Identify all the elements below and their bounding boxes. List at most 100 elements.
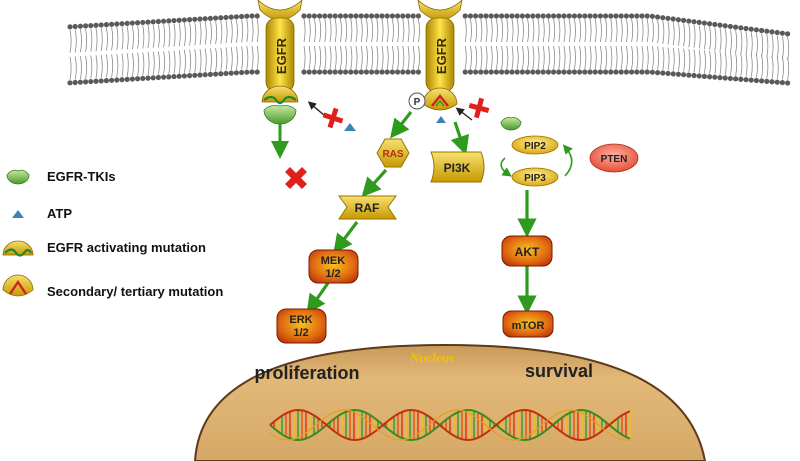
lipid-tail: [532, 18, 535, 43]
lipid-tail: [184, 22, 186, 47]
phosphate-label: P: [414, 97, 421, 108]
lipid-head: [88, 22, 94, 29]
lipid-tail: [709, 26, 712, 50]
lipid-tail: [709, 50, 712, 74]
lipid-head: [597, 13, 604, 19]
lipid-tail: [480, 45, 483, 70]
lipid-tail: [542, 45, 545, 70]
lipid-tail: [199, 21, 202, 46]
lipid-tail: [693, 24, 696, 48]
lipid-head: [779, 30, 786, 36]
lipid-tail: [594, 45, 597, 70]
lipid-tail: [340, 45, 342, 70]
lipid-tail: [178, 23, 181, 47]
akt-shape: [501, 235, 553, 267]
lipid-head: [649, 13, 656, 19]
lipid-tail: [158, 24, 160, 48]
lipid-tail: [189, 49, 192, 73]
lipid-head: [712, 74, 718, 80]
lipid-tail: [537, 45, 540, 70]
lipid-head: [582, 69, 588, 75]
lipid-head: [738, 25, 744, 31]
lipid-tail: [392, 18, 394, 43]
lipid-head: [597, 69, 604, 75]
lipid-tail: [251, 45, 254, 70]
lipid-tail: [719, 51, 722, 75]
lipid-tail: [194, 49, 197, 73]
lipid-tail: [605, 45, 608, 70]
lipid-tail: [641, 18, 644, 43]
receptor-label: EGFR: [274, 37, 289, 74]
lipid-tail: [646, 45, 649, 70]
lipid-head: [171, 73, 177, 80]
mutation-mark: [9, 279, 27, 295]
lipid-tail: [698, 49, 701, 74]
lipid-head: [140, 19, 146, 26]
lipid-head: [213, 71, 219, 77]
lipid-head: [379, 13, 385, 19]
lipid-head: [301, 13, 307, 19]
lipid-tail: [756, 54, 758, 78]
mek-label-line1: MEK: [321, 255, 346, 267]
lipid-head: [540, 69, 546, 75]
lipid-head: [374, 13, 380, 19]
nucleus: Nucleus proliferation survival: [193, 343, 707, 461]
lipid-tail: [381, 45, 384, 70]
lipid-tail: [106, 54, 108, 78]
lipid-tail: [230, 20, 233, 44]
lipid-head: [415, 69, 421, 75]
lipid-tail: [485, 18, 488, 43]
lipid-head: [223, 70, 229, 77]
lipid-tail: [329, 45, 332, 70]
lipid-tail: [158, 51, 160, 75]
lipid-tail: [771, 34, 774, 58]
lipid-tail: [241, 19, 244, 43]
lipid-head: [400, 69, 406, 75]
lipid-head: [727, 75, 734, 82]
lipid-tail: [194, 22, 197, 46]
akt-label: AKT: [515, 245, 540, 259]
lipid-head: [764, 28, 770, 34]
lipid-tail: [163, 51, 166, 75]
lipid-head: [145, 19, 151, 25]
lipid-tail: [74, 56, 77, 80]
lipid-tail: [662, 46, 665, 71]
raf-shape: [338, 195, 397, 220]
lipid-tail: [787, 56, 790, 81]
lipid-head: [317, 13, 323, 19]
lipid-head: [785, 80, 791, 86]
lipid-tail: [678, 22, 680, 46]
lipid-head: [223, 14, 229, 21]
mtor-shape: [502, 310, 554, 338]
lipid-tail: [620, 18, 623, 43]
lipid-head: [743, 77, 749, 83]
lipid-tail: [704, 25, 706, 50]
lipid-tail: [693, 49, 696, 73]
lipid-tail: [756, 32, 758, 56]
phosphate-circle: [408, 92, 426, 110]
lipid-head: [774, 79, 780, 85]
lipid-head: [187, 73, 193, 79]
lipid-head: [114, 77, 120, 83]
lipid-head: [551, 13, 557, 19]
erk-shape: [276, 308, 327, 344]
receptor-kinase-domain: [422, 87, 458, 111]
lipid-tail: [345, 18, 348, 43]
lipid-head: [462, 13, 468, 19]
lipid-tail: [412, 18, 415, 43]
lipid-tail: [334, 45, 337, 70]
lipid-head: [670, 71, 676, 77]
lipid-head: [530, 13, 536, 19]
pten-label: PTEN: [601, 154, 628, 165]
lipid-head: [665, 15, 671, 21]
lipid-tail: [579, 18, 582, 43]
lipid-head: [478, 69, 484, 75]
lipid-head: [176, 17, 182, 23]
lipid-head: [218, 15, 224, 21]
lipid-tail: [782, 56, 784, 80]
lipid-tail: [620, 45, 623, 70]
lipid-tail: [241, 46, 244, 70]
lipid-tail: [100, 54, 103, 79]
lipid-tail: [215, 47, 218, 72]
lipid-tail: [251, 18, 254, 43]
